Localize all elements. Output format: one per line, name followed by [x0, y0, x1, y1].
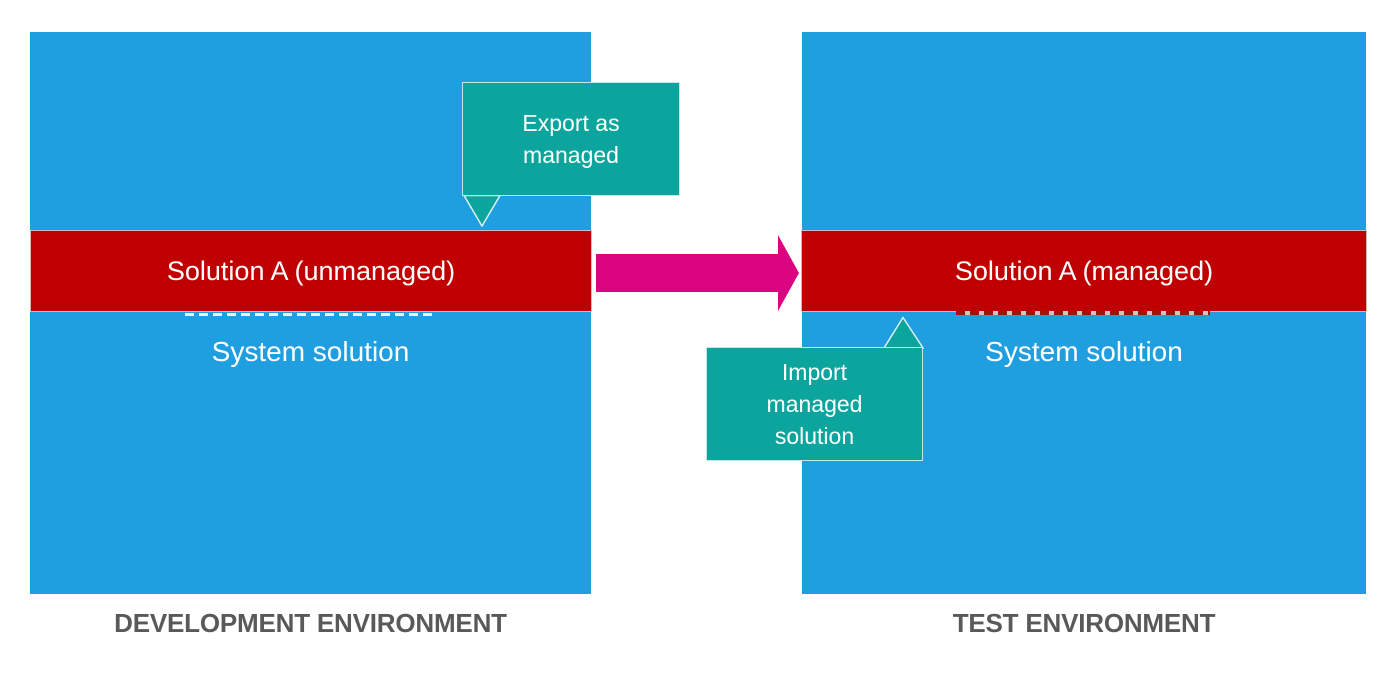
test-solution-bar-label: Solution A (managed): [954, 255, 1214, 286]
test-system-solution-label: System solution: [985, 336, 1183, 367]
dev-solution-dashed-line: [185, 313, 432, 316]
import-callout-pointer-icon: [883, 316, 924, 349]
export-callout-label: Export as managed: [522, 110, 620, 168]
transfer-arrow-icon: [596, 235, 799, 311]
dev-solution-bar: Solution A (unmanaged): [30, 230, 592, 312]
test-solution-dashed-line: [956, 311, 1210, 315]
import-callout: Import managed solution: [706, 347, 923, 461]
dev-system-solution-label: System solution: [211, 336, 410, 367]
import-callout-label: Import managed solution: [766, 359, 863, 449]
export-callout-pointer-icon: [462, 195, 502, 227]
dev-solution-bar-label: Solution A (unmanaged): [166, 255, 456, 286]
export-callout: Export as managed: [462, 82, 680, 196]
test-solution-bar: Solution A (managed): [801, 230, 1367, 312]
test-environment-caption: TEST ENVIRONMENT: [952, 608, 1216, 638]
dev-environment-caption: DEVELOPMENT ENVIRONMENT: [114, 608, 507, 638]
